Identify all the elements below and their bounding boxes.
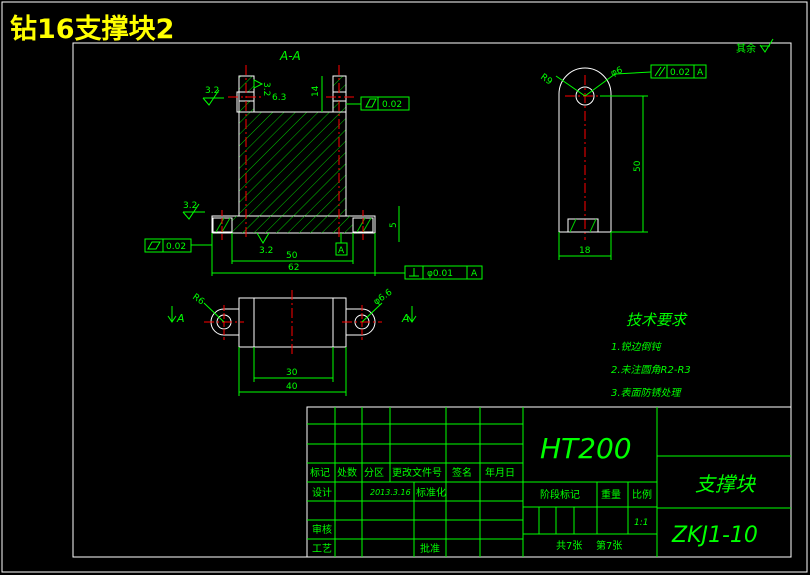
- side-base-hole: [567, 218, 599, 233]
- sheet-count: 共7张: [556, 540, 582, 552]
- tech-requirements: 技术要求 1.锐边倒钝 2.未注圆角R2-R3 3.表面防锈处理: [611, 311, 691, 399]
- datum-a-label: A: [338, 246, 345, 256]
- dim-top-left-radius: R6: [190, 292, 206, 307]
- design-label: 设计: [312, 486, 332, 499]
- parallel-icon: [654, 66, 666, 77]
- front-core: [238, 111, 347, 217]
- header-mark: 标记: [310, 467, 330, 479]
- roughness-left-lower: 3.2: [183, 201, 197, 211]
- dim-top-right-hole: φ6.6: [372, 287, 395, 307]
- part-name-text: 支撑块: [695, 472, 756, 496]
- dim-top-inner-width: 30: [286, 368, 298, 378]
- design-date: 2013.3.16: [370, 488, 411, 497]
- roughness-slot-a: 3.2: [261, 82, 271, 96]
- section-arrow-left: [167, 306, 177, 323]
- front-hole-hatch-l2: [221, 217, 231, 233]
- front-view: 3.2 3.2 6.3 3.2 3.2 14 0.02 0.02 A 5: [144, 65, 483, 280]
- tol-parallel-datum: A: [697, 68, 704, 78]
- side-outline: [558, 67, 612, 233]
- side-leader-parallel: [614, 71, 652, 75]
- tol-box-parallel: [650, 64, 707, 79]
- header-zone: 分区: [364, 467, 384, 479]
- side-leader-r9: [555, 75, 586, 97]
- flatness-icon-left: [147, 241, 161, 250]
- dim-top-overall-width: 40: [286, 382, 298, 392]
- top-view: R6 φ6.6 A A 30 40: [167, 287, 417, 396]
- section-arrow-right: [407, 306, 417, 323]
- header-count: 处数: [337, 466, 357, 479]
- side-hole: [575, 86, 595, 106]
- title-block: [306, 406, 792, 558]
- surface-finish-icon: [759, 38, 774, 53]
- scale-value: 1:1: [634, 518, 648, 528]
- dim-front-top-height: 14: [311, 85, 321, 97]
- front-inner-void: [254, 76, 333, 112]
- roughness-icon-slot: [253, 79, 264, 89]
- front-base-hatch-l: [232, 216, 239, 233]
- tol-box-flatness-top: [360, 96, 410, 111]
- top-leader-r6: [203, 302, 225, 323]
- roughness-slot-b: 6.3: [272, 93, 286, 103]
- dim-side-hole: φ6: [610, 65, 625, 78]
- tech-requirement-2: 2.未注圆角R2-R3: [611, 364, 691, 376]
- front-base-hatch-r: [346, 216, 353, 233]
- dim-side-width: 18: [579, 246, 591, 256]
- tech-requirements-title: 技术要求: [626, 311, 688, 329]
- dim-side-radius: R9: [538, 72, 554, 87]
- tol-perp-value: φ0.01: [427, 269, 453, 279]
- scale-label: 比例: [632, 488, 652, 501]
- top-core: [253, 297, 334, 348]
- header-date: 年月日: [485, 466, 515, 479]
- front-hole-hatch-l1: [215, 217, 225, 233]
- title-block-text: HT200 支撑块 ZKJ1-10 标记 处数 分区 更改文件号 签名 年月日 …: [310, 432, 758, 555]
- tech-requirement-3: 3.表面防锈处理: [611, 387, 683, 399]
- dim-side-height: 50: [633, 160, 643, 172]
- side-view: R9 φ6 0.02 A 50 18: [538, 64, 707, 260]
- material-text: HT200: [540, 432, 632, 465]
- top-leader-phi66: [361, 302, 383, 323]
- tol-parallel-value: 0.02: [670, 68, 690, 78]
- header-signature: 签名: [452, 466, 472, 479]
- roughness-icon-lower-left: [182, 203, 205, 220]
- side-leader-phi6: [584, 73, 616, 97]
- dim-front-slot-height: 5: [389, 222, 399, 228]
- tol-flatness-top: 0.02: [382, 100, 402, 110]
- section-arrow-left-label: A: [176, 312, 185, 325]
- roughness-icon-top-left: [202, 89, 224, 106]
- drawing-title: 钻16支撑块2: [10, 14, 174, 45]
- approve-label: 批准: [420, 542, 440, 555]
- roughness-bottom-center: 3.2: [259, 246, 273, 256]
- section-arrow-right-label: A: [401, 312, 410, 325]
- front-hole-hatch-r1: [356, 217, 366, 233]
- header-change-file: 更改文件号: [392, 466, 442, 479]
- process-label: 工艺: [312, 543, 332, 555]
- tol-flatness-left: 0.02: [166, 242, 186, 252]
- roughness-top-left: 3.2: [205, 86, 219, 96]
- surface-finish-note: 其余: [736, 42, 756, 55]
- review-label: 审核: [312, 523, 332, 536]
- roughness-icon-bottom: [256, 232, 270, 244]
- dim-front-inner-width: 50: [286, 251, 298, 261]
- front-hole-hatch-r2: [362, 217, 372, 233]
- standardize-label: 标准化: [416, 486, 446, 499]
- stage-label: 阶段标记: [540, 488, 580, 501]
- weight-label: 重量: [601, 488, 621, 501]
- dim-front-overall-width: 62: [288, 263, 299, 273]
- flatness-icon-top: [365, 98, 377, 108]
- tol-box-perp-bottom: [404, 265, 483, 280]
- side-base-hatch1: [569, 218, 577, 233]
- tol-perp-datum: A: [471, 269, 478, 279]
- section-label: A-A: [279, 49, 301, 63]
- drawing-number-text: ZKJ1-10: [671, 523, 758, 548]
- perpendicularity-icon: [409, 268, 419, 277]
- front-base-hatch-m: [239, 216, 346, 233]
- tech-requirement-1: 1.锐边倒钝: [611, 341, 663, 353]
- datum-a-box: [335, 242, 348, 256]
- side-base-hatch2: [589, 218, 597, 233]
- inner-frame: [72, 42, 792, 558]
- sheet-number: 第7张: [596, 539, 622, 552]
